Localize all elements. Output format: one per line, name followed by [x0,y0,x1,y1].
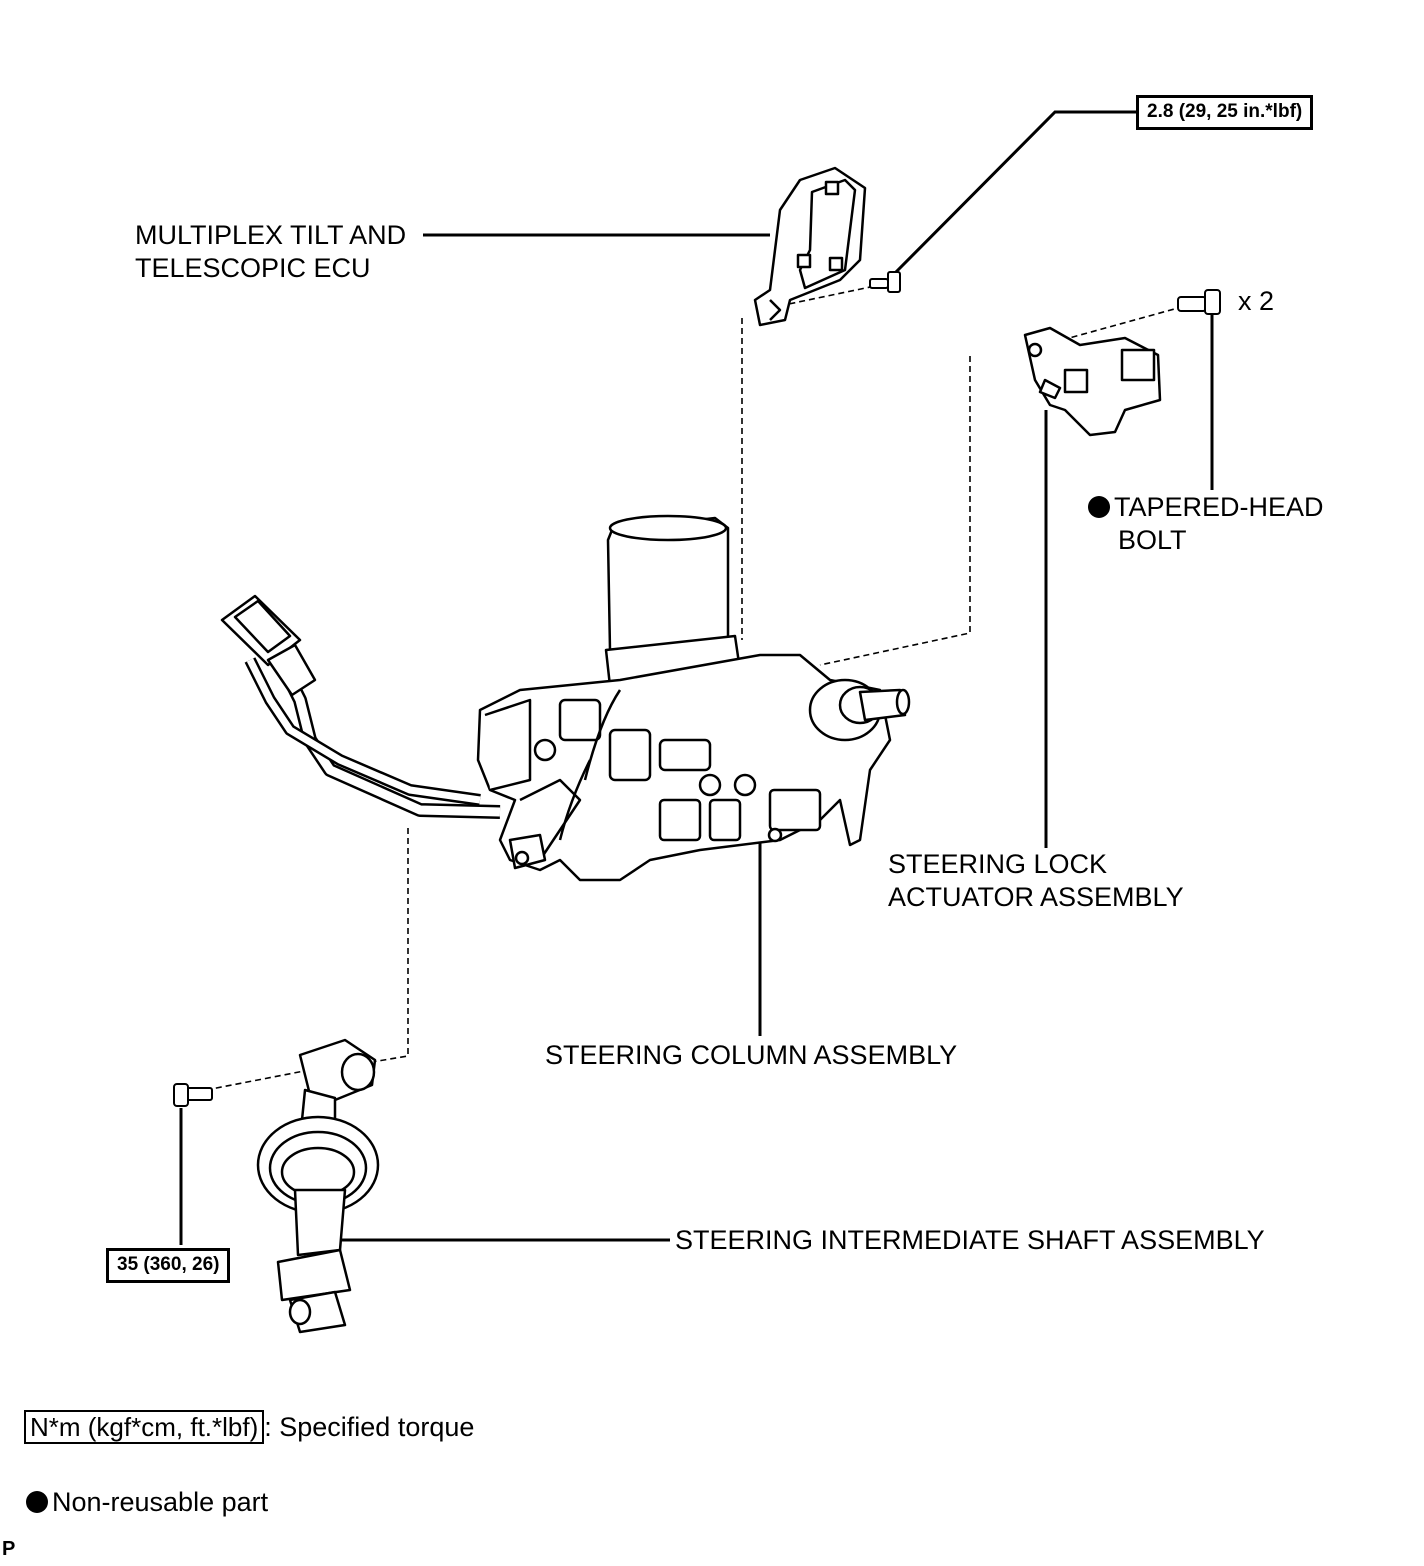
torque-box-ecu-bolt: 2.8 (29, 25 in.*lbf) [1136,95,1314,130]
label-lock-line1: STEERING LOCK [888,849,1108,879]
label-multiplex-line1: MULTIPLEX TILT AND [135,220,407,250]
label-tapered-head-bolt: TAPERED-HEAD BOLT [1088,491,1324,557]
legend-torque: N*m (kgf*cm, ft.*lbf): Specified torque [24,1410,475,1444]
label-intermediate-shaft: STEERING INTERMEDIATE SHAFT ASSEMBLY [675,1225,1265,1255]
steering-intermediate-shaft-part [256,1038,380,1334]
steering-column-part [220,514,911,882]
legend-torque-unit: N*m (kgf*cm, ft.*lbf) [24,1410,265,1444]
shaft-bolt [173,1083,213,1107]
torque-box-shaft-bolt: 35 (360, 26) [106,1248,231,1283]
corner-mark: P [2,1538,16,1560]
steering-lock-actuator-part [1023,326,1162,437]
legend-nonreusable-dot-icon [26,1491,48,1513]
label-steering-column: STEERING COLUMN ASSEMBLY [545,1040,958,1070]
legend-nonreusable: Non-reusable part [26,1486,268,1519]
dash-lock-column [819,356,971,666]
legend-nonreusable-text: Non-reusable part [52,1487,269,1517]
label-tapered-line2: BOLT [1118,525,1187,555]
label-quantity: x 2 [1238,286,1275,316]
label-steering-lock-actuator: STEERING LOCK ACTUATOR ASSEMBLY [888,848,1184,914]
legend-torque-text: : Specified torque [264,1412,475,1442]
dash-column-shaft [371,828,409,1063]
leader-ecu-torque [891,110,1136,277]
label-multiplex-line2: TELESCOPIC ECU [135,253,371,283]
label-multiplex-ecu: MULTIPLEX TILT AND TELESCOPIC ECU [135,219,406,285]
label-lock-line2: ACTUATOR ASSEMBLY [888,882,1184,912]
nonreusable-dot-icon [1088,496,1110,518]
ecu-bolt [869,271,901,293]
label-tapered-line1: TAPERED-HEAD [1114,492,1324,522]
multiplex-ecu-part [753,166,867,327]
tapered-head-bolt [1177,289,1221,315]
